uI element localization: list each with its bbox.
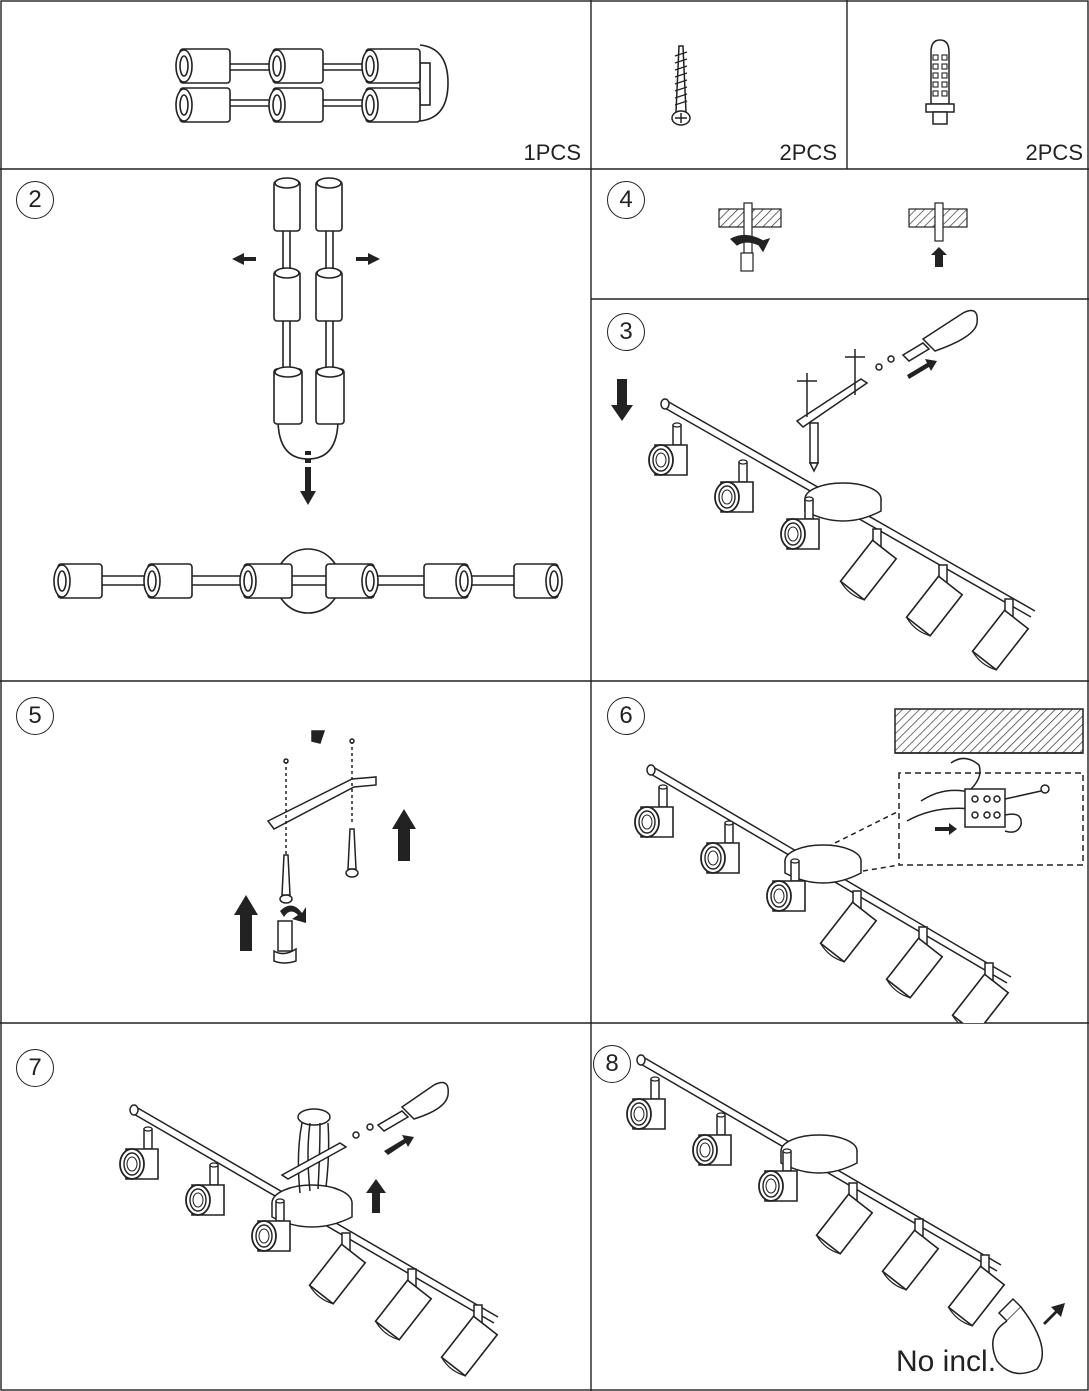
arrow-icon xyxy=(611,379,633,421)
step-3-panel: 3 xyxy=(591,299,1089,681)
parts-lamp-bar-panel: 1PCS xyxy=(0,0,591,169)
step-2-number: 2 xyxy=(16,181,54,219)
step-3-number: 3 xyxy=(607,313,645,351)
step-5-panel: 5 xyxy=(0,681,591,1023)
light-bulb-icon xyxy=(992,1297,1044,1375)
wall-anchor-icon xyxy=(925,39,955,125)
arrow-icon xyxy=(1043,1303,1065,1325)
step-8-panel: 8 No incl. xyxy=(591,1023,1089,1391)
attach-base-illustration xyxy=(119,1081,499,1379)
step-8-number: 8 xyxy=(593,1045,631,1083)
arrow-icon xyxy=(935,823,957,835)
lamp-bar-folded-icon xyxy=(175,44,449,123)
lamp-bar-quantity: 1PCS xyxy=(523,140,581,165)
wiring-illustration xyxy=(634,708,1084,1023)
arrow-icon xyxy=(234,809,416,951)
anchor-quantity: 2PCS xyxy=(1025,140,1083,165)
step-5-number: 5 xyxy=(16,697,54,735)
screwdriver-icon xyxy=(376,1110,410,1132)
arrow-icon xyxy=(366,1135,414,1213)
mount-bracket-illustration xyxy=(234,730,416,964)
arrow-icon xyxy=(907,359,937,379)
drill-wall-illustration xyxy=(718,202,968,272)
step-6-panel: 6 xyxy=(591,681,1089,1023)
mark-holes-illustration xyxy=(611,309,1036,673)
arrow-icon xyxy=(232,253,380,505)
step-4-number: 4 xyxy=(607,181,645,219)
bulb-not-included-note: No incl. xyxy=(896,1345,997,1378)
ceiling-icon xyxy=(894,708,1084,754)
screw-quantity: 2PCS xyxy=(779,140,837,165)
step-2-panel: 2 xyxy=(0,169,591,681)
step-7-panel: 7 xyxy=(0,1023,591,1391)
terminal-block-icon xyxy=(964,788,1006,828)
step-7-number: 7 xyxy=(16,1049,54,1087)
drill-icon xyxy=(743,202,753,254)
unfold-lamp-bar-illustration xyxy=(53,177,563,614)
insert-bulb-illustration xyxy=(626,1054,1065,1375)
parts-anchor-panel: 2PCS xyxy=(847,0,1089,169)
step-6-number: 6 xyxy=(607,697,645,735)
screwdriver-icon xyxy=(901,342,931,362)
parts-screw-panel: 2PCS xyxy=(591,0,847,169)
step-4-panel: 4 xyxy=(591,169,1089,299)
mounting-bracket-icon xyxy=(266,776,377,830)
screw-icon xyxy=(671,45,691,126)
